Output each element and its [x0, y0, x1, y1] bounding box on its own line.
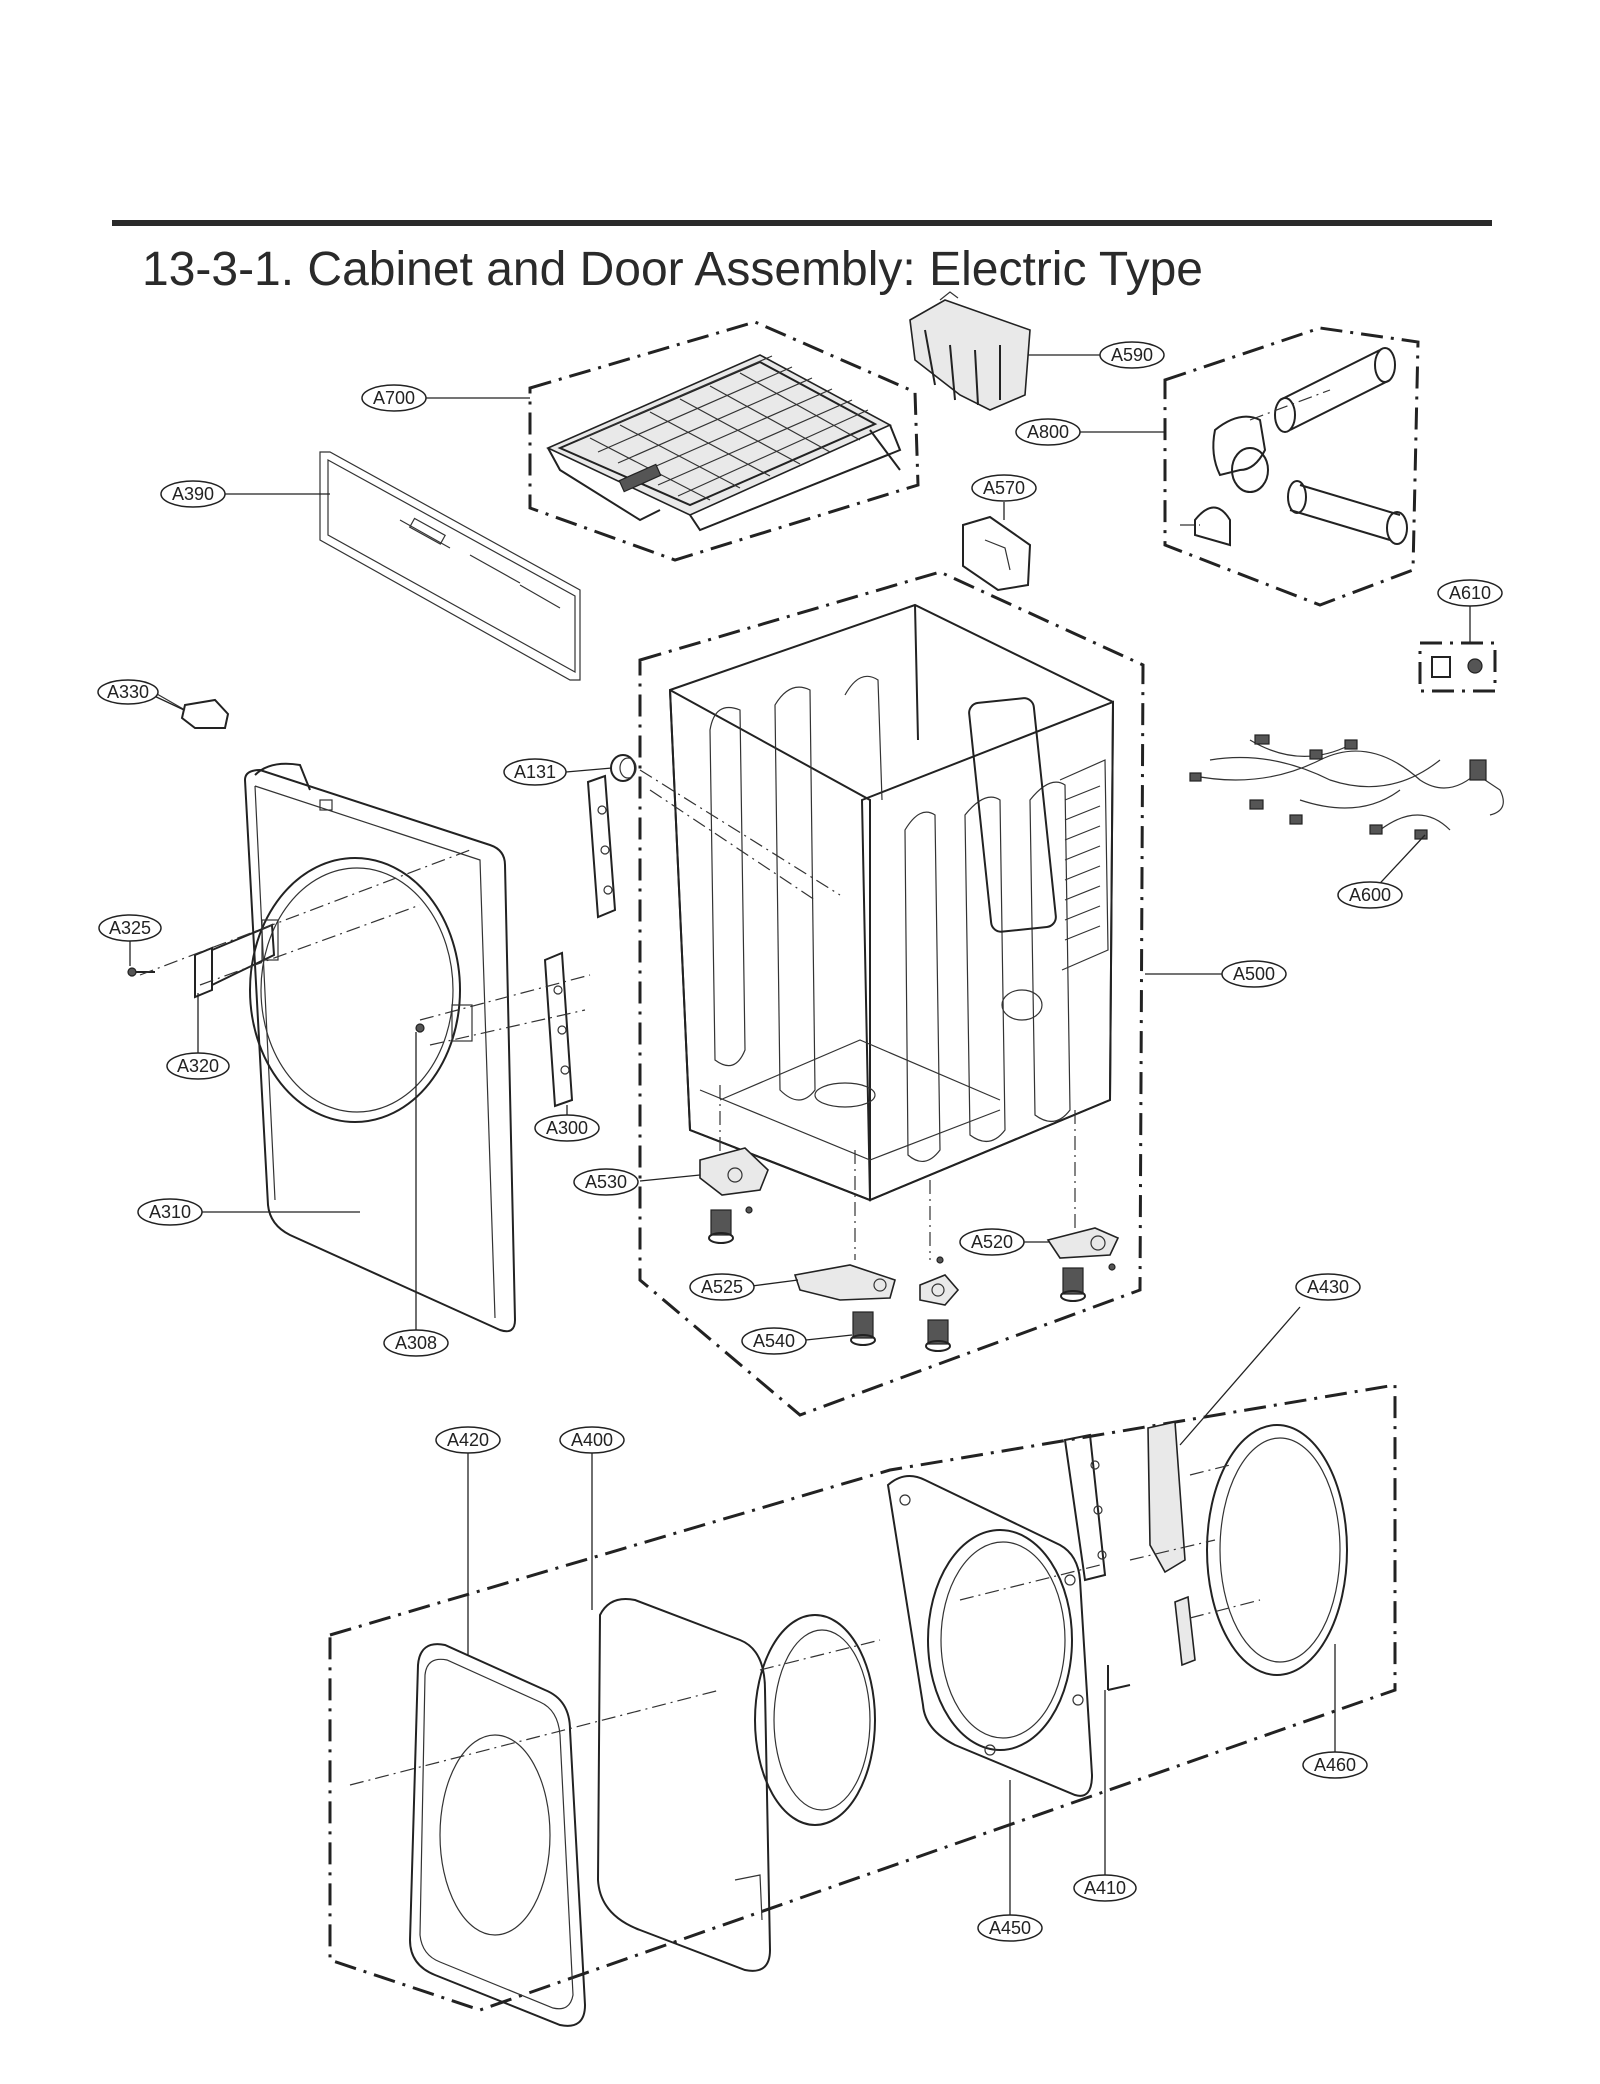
door-assembly-axis-2 — [1189, 1464, 1261, 1619]
hinge-bracket-a300 — [419, 951, 591, 1108]
leveling-foot-a540 — [850, 1311, 876, 1346]
top-grille-panel — [546, 354, 902, 532]
callout-label-a325: A325 — [109, 918, 151, 938]
outer-door-frame-a420 — [408, 1643, 587, 2027]
a131-axis-2 — [649, 789, 816, 901]
door-assembly-axis — [349, 1539, 1216, 1786]
terminal-connector — [1431, 656, 1483, 678]
control-back-panel — [319, 451, 581, 681]
callout-a525: A525 — [689, 1273, 755, 1301]
callout-label-a310: A310 — [149, 1202, 191, 1222]
callout-a610: A610 — [1437, 579, 1503, 607]
screw-a308 — [415, 1023, 425, 1033]
callout-a700: A700 — [361, 384, 427, 412]
duct-group-boundary — [1163, 326, 1420, 607]
callout-label-a400: A400 — [571, 1430, 613, 1450]
callout-a390: A390 — [160, 480, 226, 508]
door-lock-mechanism-a320 — [127, 849, 471, 999]
callout-a310: A310 — [137, 1198, 203, 1226]
callout-label-a390: A390 — [172, 484, 214, 504]
drum-roller — [610, 754, 637, 782]
callout-a600: A600 — [1337, 881, 1403, 909]
callout-label-a700: A700 — [373, 388, 415, 408]
callout-a520: A520 — [959, 1228, 1025, 1256]
callout-a400: A400 — [559, 1426, 625, 1454]
callout-a420: A420 — [435, 1426, 501, 1454]
door-inner-frame-a450 — [886, 1475, 1094, 1797]
callout-a325: A325 — [98, 914, 162, 942]
callout-a530: A530 — [573, 1168, 639, 1196]
callout-label-a525: A525 — [701, 1277, 743, 1297]
door-glass-a400 — [596, 1598, 772, 1972]
leader-a530 — [639, 1174, 701, 1182]
callout-a540: A540 — [741, 1327, 807, 1355]
callout-a308: A308 — [383, 1329, 449, 1357]
callout-a131: A131 — [503, 758, 567, 786]
callout-a450: A450 — [977, 1914, 1043, 1942]
callout-label-a300: A300 — [546, 1118, 588, 1138]
callout-label-a131: A131 — [514, 762, 556, 782]
exhaust-duct-parts — [1180, 347, 1408, 547]
leader-a540 — [805, 1334, 853, 1341]
callout-label-a308: A308 — [395, 1333, 437, 1353]
mount-plate-center — [919, 1256, 960, 1352]
corner-bracket-a530 — [699, 1147, 769, 1196]
callout-a300: A300 — [534, 1114, 600, 1142]
wire-harness — [1189, 734, 1504, 840]
page-title: 13-3-1. Cabinet and Door Assembly: Elect… — [142, 243, 1203, 296]
door-gasket-a460 — [1206, 1424, 1348, 1676]
callout-a460: A460 — [1302, 1751, 1368, 1779]
door-switch — [149, 689, 230, 729]
door-group-boundary — [328, 1383, 1397, 2012]
callout-a500: A500 — [1221, 960, 1287, 988]
callout-a800: A800 — [1015, 418, 1081, 446]
cabinet-group-boundary — [638, 570, 1145, 1417]
callout-a590: A590 — [1099, 341, 1165, 369]
hinge-a430 — [1063, 1421, 1186, 1582]
corner-bracket-a520 — [1046, 1227, 1120, 1271]
leader-a131 — [565, 767, 613, 773]
callout-label-a330: A330 — [107, 682, 149, 702]
callout-label-a320: A320 — [177, 1056, 219, 1076]
front-panel — [243, 762, 517, 1333]
inner-door-ring — [754, 1614, 876, 1826]
callout-label-a410: A410 — [1084, 1878, 1126, 1898]
cover-plate — [962, 515, 1032, 592]
callout-label-a570: A570 — [983, 478, 1025, 498]
a131-axis — [639, 769, 841, 896]
callout-label-a800: A800 — [1027, 422, 1069, 442]
title-rule — [112, 220, 1492, 226]
connector-group-boundary — [1418, 641, 1497, 693]
callout-a410: A410 — [1073, 1874, 1137, 1902]
callout-a320: A320 — [166, 1052, 230, 1080]
callout-label-a500: A500 — [1233, 964, 1275, 984]
callout-label-a450: A450 — [989, 1918, 1031, 1938]
vent-bracket — [909, 291, 1031, 411]
callout-label-a420: A420 — [447, 1430, 489, 1450]
callout-label-a600: A600 — [1349, 885, 1391, 905]
callout-label-a610: A610 — [1449, 583, 1491, 603]
top-panel-group-boundary — [528, 320, 920, 562]
callout-a570: A570 — [971, 474, 1037, 502]
leveling-foot-a530 — [708, 1206, 753, 1244]
leveling-foot-a520 — [1060, 1267, 1086, 1302]
callout-label-a460: A460 — [1314, 1755, 1356, 1775]
callout-label-a430: A430 — [1307, 1277, 1349, 1297]
callout-label-a540: A540 — [753, 1331, 795, 1351]
corner-bracket-a525 — [793, 1264, 896, 1301]
callout-a430: A430 — [1295, 1273, 1361, 1301]
leader-a430 — [1179, 1306, 1301, 1446]
callout-label-a530: A530 — [585, 1172, 627, 1192]
leader-a525 — [751, 1279, 799, 1287]
callout-a330: A330 — [97, 679, 159, 705]
callout-label-a520: A520 — [971, 1232, 1013, 1252]
hinge-bracket-upper — [586, 774, 617, 919]
cabinet-body — [668, 603, 1115, 1202]
door-latch-a410 — [1107, 1595, 1196, 1691]
callout-label-a590: A590 — [1111, 345, 1153, 365]
